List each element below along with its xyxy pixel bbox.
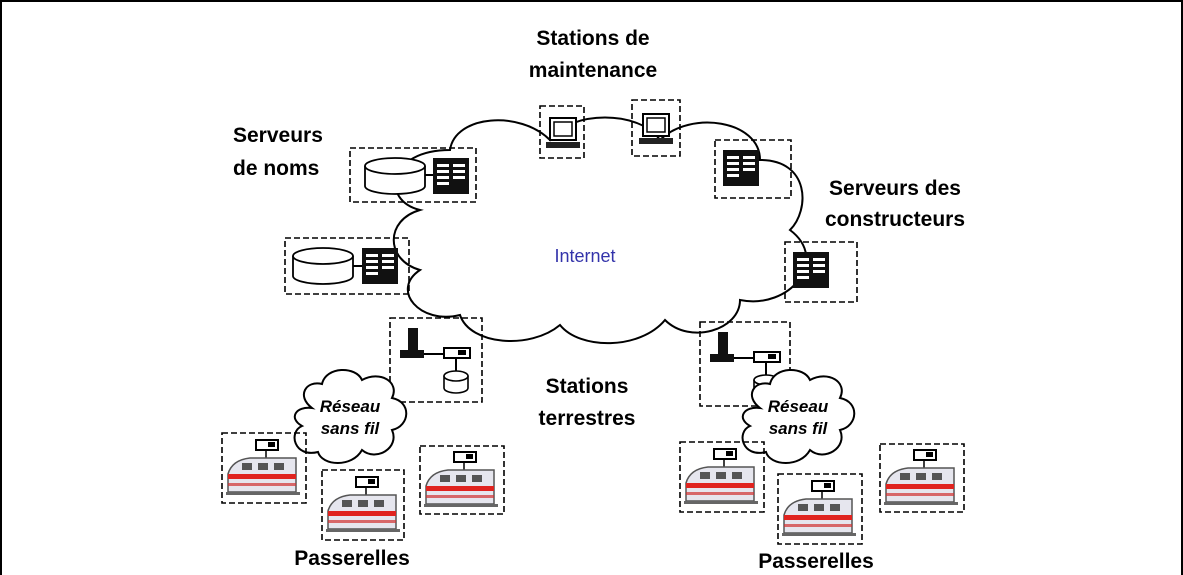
gateway-left-3: [419, 445, 505, 515]
wireless-cloud-left: [293, 369, 408, 464]
maintenance-station-right: [631, 99, 681, 157]
name-servers-label-1: Serveurs: [233, 124, 323, 147]
internet-label: Internet: [554, 246, 615, 266]
wireless-left-label-1: Réseau: [320, 397, 381, 416]
gateway-left-1: [221, 432, 307, 504]
wireless-right-label-2: sans fil: [769, 419, 829, 438]
gateway-right-2: [777, 473, 863, 545]
gateway-right-1: [679, 441, 765, 513]
maintenance-station-left: [539, 105, 585, 159]
manufacturers-label-2: constructeurs: [825, 208, 965, 231]
gateways-right-label: Passerelles: [758, 550, 874, 573]
gateway-right-3: [879, 443, 965, 513]
manufacturers-label-1: Serveurs des: [829, 177, 961, 200]
wireless-left-label-2: sans fil: [321, 419, 381, 438]
manufacturer-server-bottom: [784, 241, 858, 303]
ground-station-right: [699, 321, 791, 407]
wireless-cloud-right: [741, 369, 856, 464]
gateway-left-2: [321, 469, 405, 541]
name-server-top: [349, 147, 477, 203]
manufacturer-server-top: [714, 139, 792, 199]
gateways-left-label: Passerelles: [294, 547, 410, 570]
maintenance-label-1: Stations de: [536, 27, 649, 50]
ground-stations-label-2: terrestres: [539, 407, 636, 430]
name-server-bottom: [284, 237, 410, 295]
ground-stations-label-1: Stations: [546, 375, 629, 398]
maintenance-label-2: maintenance: [529, 59, 657, 82]
name-servers-label-2: de noms: [233, 157, 319, 180]
ground-station-left: [389, 317, 483, 403]
wireless-right-label-1: Réseau: [768, 397, 829, 416]
